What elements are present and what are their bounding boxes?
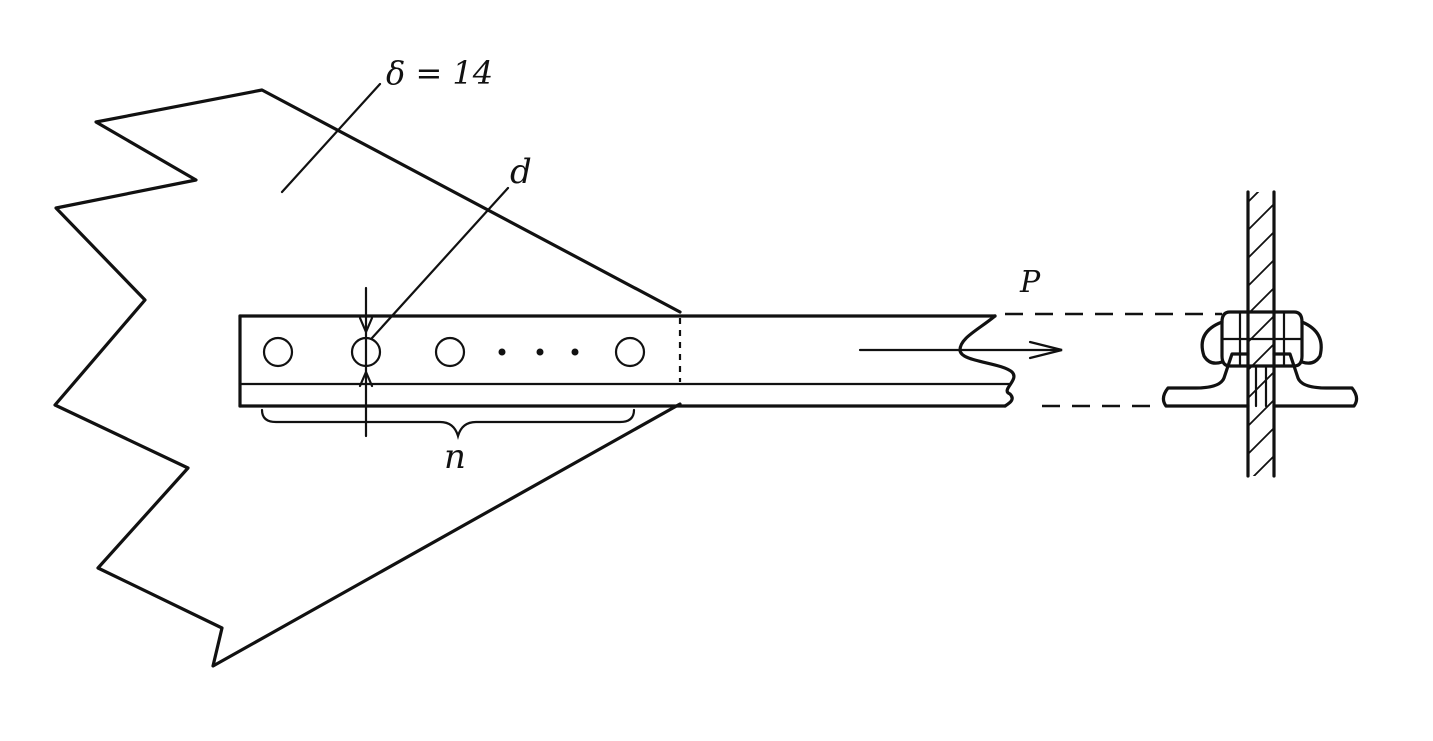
leader-line-thickness xyxy=(280,82,382,194)
gusset-plate-outline xyxy=(53,88,682,668)
ellipsis-dot xyxy=(498,348,506,356)
bolt-holes xyxy=(262,336,646,368)
bolt-count-label: n xyxy=(444,437,466,477)
leader-line-d xyxy=(370,186,510,340)
force-arrowhead xyxy=(1028,340,1063,360)
dimension-arrow xyxy=(358,316,374,335)
ellipsis-dot xyxy=(536,348,544,356)
dimension-arrow xyxy=(358,369,374,388)
bolt-hole xyxy=(614,336,646,368)
hole-diameter-label: d xyxy=(510,152,532,192)
force-label: P xyxy=(1019,265,1041,300)
ellipsis-dot xyxy=(571,348,579,356)
section-angles xyxy=(1161,352,1359,408)
section-plate xyxy=(1246,190,1276,478)
break-line xyxy=(958,314,1016,408)
bolt-hole xyxy=(434,336,466,368)
thickness-label: δ = 14 xyxy=(386,54,493,92)
bolt-hole xyxy=(262,336,294,368)
bolt-group-brace xyxy=(260,408,636,440)
section-bolt xyxy=(1200,310,1323,408)
